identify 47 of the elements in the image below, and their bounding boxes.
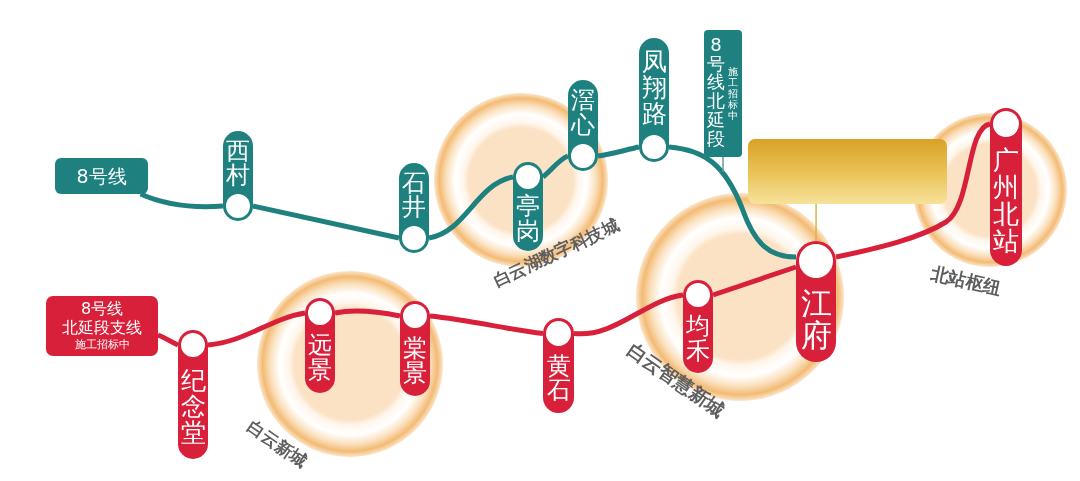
line-name: 8号线	[76, 164, 127, 188]
metro-line	[541, 153, 570, 179]
station-pill	[223, 131, 253, 221]
station-name: 均禾	[686, 314, 710, 364]
metro-line	[668, 144, 797, 260]
line-label-box	[46, 296, 158, 356]
station-name: 凤翔路	[641, 48, 667, 127]
station-pill	[399, 163, 429, 253]
leader-line	[722, 156, 724, 173]
metro-line	[334, 308, 401, 319]
station-name: 广州北站	[993, 146, 1019, 255]
station-name: 棠景	[403, 336, 427, 386]
status-note: 施工招标中	[728, 66, 738, 121]
district-label: 白云新城	[244, 417, 310, 471]
station-pill	[543, 318, 574, 413]
station-name: 亭岗	[516, 194, 540, 244]
station-name: 黄石	[546, 353, 571, 404]
station-name: 石井	[402, 170, 426, 221]
station-name: 滘心	[571, 88, 595, 138]
status-note: 施工招标中	[74, 338, 130, 352]
metro-line	[157, 332, 180, 348]
station-pill	[639, 38, 669, 162]
metro-line	[597, 144, 640, 159]
metro-line	[573, 292, 684, 337]
station-pill	[178, 330, 208, 459]
metro-line	[835, 121, 992, 260]
station-name: 纪念堂	[180, 368, 206, 446]
station-pill	[683, 280, 713, 373]
line-name: 8号线北延段支线	[62, 300, 142, 338]
district-label: 北站枢纽	[928, 264, 1004, 298]
line-label-box	[704, 30, 742, 157]
metro-line	[429, 313, 544, 336]
metro-line	[139, 191, 224, 210]
leader-line	[815, 203, 817, 242]
metro-line	[252, 203, 400, 241]
sign-board	[748, 139, 947, 204]
station-name: 江府	[800, 287, 832, 352]
line-name: 8号线北延段	[707, 36, 725, 149]
station-pill	[568, 80, 598, 171]
line-label-box	[55, 158, 148, 194]
station-name: 西村	[226, 138, 250, 189]
station-pill	[796, 241, 836, 362]
station-pill	[305, 298, 335, 393]
metro-line	[712, 264, 797, 298]
station-name: 远景	[308, 333, 332, 383]
station-pill	[990, 108, 1022, 266]
station-pill	[400, 301, 430, 396]
